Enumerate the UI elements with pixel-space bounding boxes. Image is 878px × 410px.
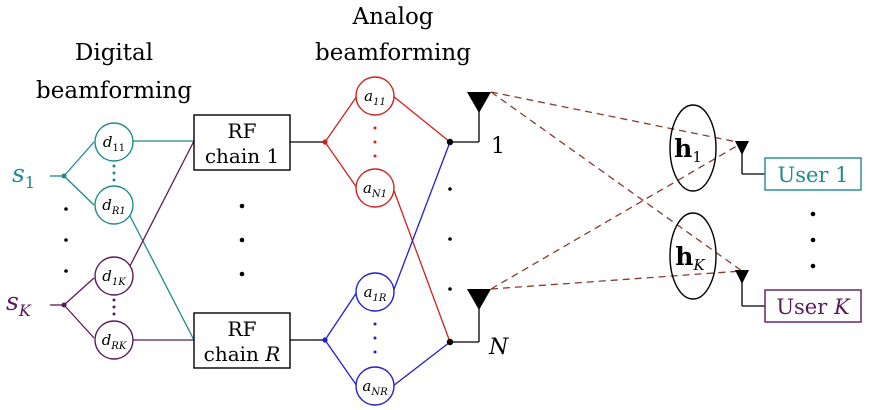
user-1-box: User 1 — [764, 157, 862, 191]
analog-weight-aN1: aN1 — [355, 168, 395, 208]
digital-weight-dRK: dRK — [94, 320, 134, 360]
analog-weight-a1R: a1R — [355, 272, 395, 312]
svg-text:hK: hK — [675, 242, 705, 274]
analog-ellipsis-blue — [373, 322, 377, 354]
digital-to-rf-lines — [129, 140, 195, 341]
svg-text:h1: h1 — [674, 134, 702, 166]
channel-links — [490, 91, 743, 290]
antenna-1 — [446, 92, 491, 146]
antenna-N-label: N — [488, 335, 509, 360]
svg-text:a11: a11 — [364, 87, 386, 108]
svg-text:d11: d11 — [103, 133, 125, 154]
svg-text:RF: RF — [228, 119, 257, 143]
svg-text:User 1: User 1 — [778, 163, 849, 187]
digital-ellipsis-teal — [112, 164, 116, 182]
s1-split-node — [61, 173, 67, 179]
user-K-box: User K — [764, 289, 862, 323]
svg-text:chain 1: chain 1 — [205, 144, 279, 168]
channel-h1: h1 — [669, 104, 717, 192]
blue-analog-lines — [324, 141, 451, 387]
sK-split-node — [61, 302, 67, 308]
antenna-ellipsis — [448, 187, 452, 291]
user-K-antenna — [735, 270, 765, 307]
digital-heading-line2: beamforming — [36, 78, 192, 104]
input-s1-label: s1 — [12, 159, 35, 192]
svg-text:User K: User K — [776, 295, 851, 319]
rf-chain-1: RF chain 1 — [193, 114, 291, 171]
sK-split-lines — [50, 277, 95, 339]
input-ellipsis-vertical — [64, 207, 68, 273]
digital-weight-d11: d11 — [94, 122, 134, 162]
digital-weight-d1K: d1K — [94, 256, 134, 296]
rf-chain-ellipsis — [239, 203, 245, 277]
svg-text:chain R: chain R — [204, 342, 281, 366]
svg-text:dR1: dR1 — [102, 196, 126, 217]
digital-weight-dR1: dR1 — [94, 185, 134, 225]
s1-split-lines — [50, 141, 95, 206]
analog-weight-aNR: aNR — [355, 366, 395, 406]
svg-text:d1K: d1K — [102, 267, 126, 288]
svg-text:aN1: aN1 — [363, 179, 387, 200]
analog-heading-line2: beamforming — [315, 40, 471, 66]
user-ellipsis — [810, 211, 816, 269]
svg-text:dRK: dRK — [102, 331, 127, 352]
rf-chain-R: RF chain R — [193, 312, 291, 369]
rf-output-lines — [290, 141, 325, 341]
analog-ellipsis-red — [373, 126, 377, 158]
channel-hK: hK — [669, 212, 717, 300]
analog-heading-line1: Analog — [351, 4, 433, 30]
svg-text:a1R: a1R — [364, 283, 387, 304]
digital-ellipsis-purple — [112, 298, 116, 316]
antenna-N — [446, 289, 491, 346]
red-analog-lines — [324, 95, 451, 343]
user-1-antenna — [735, 141, 765, 175]
antenna-1-label: 1 — [491, 134, 505, 159]
digital-heading-line1: Digital — [75, 40, 153, 66]
input-sK-label: sK — [6, 287, 32, 320]
svg-text:RF: RF — [228, 317, 257, 341]
svg-text:aNR: aNR — [362, 377, 388, 398]
analog-weight-a11: a11 — [355, 76, 395, 116]
